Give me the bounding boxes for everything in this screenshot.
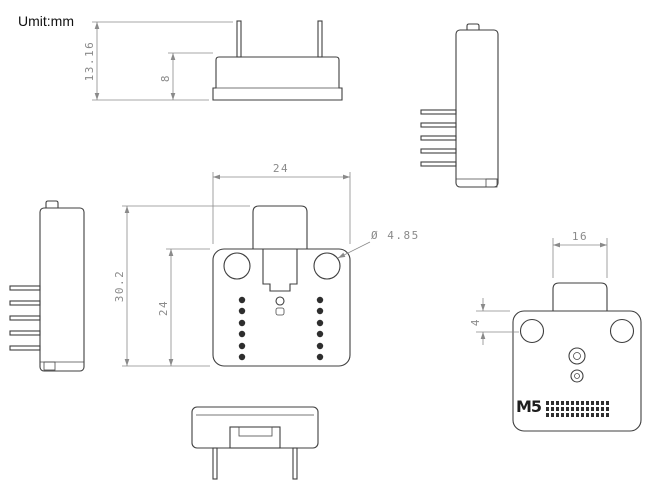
front-view — [212, 205, 351, 367]
pin-hole — [316, 330, 324, 338]
dim-tab-width: 16 — [572, 230, 588, 243]
pin-hole — [238, 342, 246, 350]
button-hole-bottom — [570, 369, 584, 383]
pin — [317, 20, 323, 58]
dim-hole-diameter: Ø 4.85 — [371, 229, 420, 242]
pin — [236, 20, 242, 58]
pin-hole — [316, 353, 324, 361]
mount-hole-right — [313, 252, 341, 280]
pin — [9, 300, 41, 306]
button-hole-bottom-inner — [574, 373, 580, 379]
dim-width: 24 — [273, 162, 289, 175]
pin — [420, 135, 457, 141]
pin — [292, 447, 298, 480]
unit-label: Umit:mm — [18, 13, 74, 29]
mount-hole-right — [609, 318, 635, 344]
bottom-connector — [229, 426, 281, 449]
pin — [9, 315, 41, 321]
side-top-tab — [466, 23, 480, 30]
front-top-tab — [252, 205, 308, 249]
top-view-dimensions: 13.16 8 — [83, 21, 233, 101]
pin-hole — [238, 319, 246, 327]
pin — [9, 345, 41, 351]
pin — [420, 109, 457, 115]
pin — [420, 122, 457, 128]
mount-hole-left — [519, 318, 545, 344]
pin-hole — [238, 330, 246, 338]
pin-hole — [238, 296, 246, 304]
side-body — [455, 29, 499, 188]
pin-hole — [238, 353, 246, 361]
pin-hole — [316, 307, 324, 315]
bottom-connector-inner — [238, 426, 273, 437]
front-body — [212, 248, 351, 367]
back-body — [512, 310, 642, 432]
dim-body-height: 8 — [159, 74, 172, 82]
center-hole — [275, 296, 285, 306]
pin — [420, 148, 457, 154]
mount-hole-left — [223, 252, 251, 280]
dim-total-height: 30.2 — [113, 270, 126, 303]
connector-grid — [546, 401, 610, 418]
pin-hole — [238, 307, 246, 315]
dim-body-height: 24 — [157, 300, 170, 316]
bottom-view — [191, 406, 319, 480]
front-view-dimensions: 24 30.2 24 Ø 4.85 — [113, 162, 420, 367]
back-view: M5 — [512, 282, 642, 432]
leader-line — [337, 241, 371, 259]
m5-logo: M5 — [516, 397, 542, 416]
side-top-tab — [45, 200, 59, 208]
pin — [212, 447, 218, 480]
right-side-view — [420, 23, 499, 188]
button-hole-top-inner — [573, 352, 581, 360]
back-view-dimensions: 16 4 — [469, 230, 608, 345]
pin-hole — [316, 342, 324, 350]
dim-total-height: 13.16 — [83, 41, 96, 82]
pin-hole-column-right — [316, 296, 324, 361]
top-view-body — [212, 56, 343, 101]
side-bottom-tab — [43, 361, 56, 371]
center-slot — [275, 307, 285, 316]
side-bottom-tab — [485, 178, 498, 188]
pin-hole — [316, 319, 324, 327]
connector-outline — [262, 249, 298, 292]
left-side-view — [9, 200, 85, 372]
button-hole-top — [568, 347, 586, 365]
dim-hole-offset: 4 — [469, 318, 482, 326]
back-top-tab — [552, 282, 608, 311]
pin-hole-column-left — [238, 296, 246, 361]
pin — [9, 330, 41, 336]
pin — [420, 161, 457, 167]
side-body — [39, 207, 85, 372]
pin — [9, 285, 41, 291]
top-view — [212, 20, 343, 101]
pin-hole — [316, 296, 324, 304]
